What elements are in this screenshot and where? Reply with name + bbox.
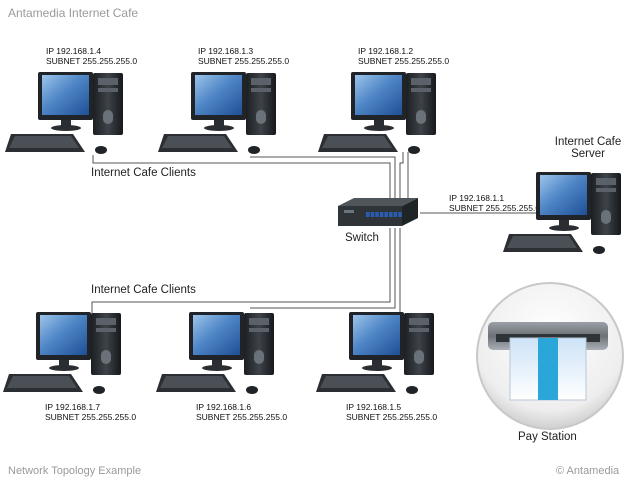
ip-label-pc1: IP 192.168.1.4 SUBNET 255.255.255.0 <box>46 46 137 66</box>
ip-address: IP 192.168.1.7 <box>45 402 101 412</box>
ip-label-pc7: IP 192.168.1.7 SUBNET 255.255.255.0 <box>45 402 136 422</box>
server-label-line2: Server <box>571 148 605 160</box>
server-label-line1: Internet Cafe <box>554 136 622 148</box>
ip-label-pc3: IP 192.168.1.2 SUBNET 255.255.255.0 <box>358 46 449 66</box>
desktop-computer-icon <box>318 70 453 160</box>
subnet-mask: SUBNET 255.255.255.0 <box>45 412 137 422</box>
desktop-computer-icon <box>156 310 291 400</box>
footer-copyright: © Antamedia <box>556 465 620 477</box>
footer-caption: Network Topology Example <box>8 465 142 477</box>
ip-label-server: IP 192.168.1.1 SUBNET 255.255.255.0 <box>449 193 540 213</box>
ip-address: IP 192.168.1.6 <box>196 402 252 412</box>
subnet-mask: SUBNET 255.255.255.0 <box>358 56 450 66</box>
subnet-mask: SUBNET 255.255.255.0 <box>196 412 288 422</box>
ip-address: IP 192.168.1.5 <box>346 402 402 412</box>
page-title: Antamedia Internet Cafe <box>8 6 139 20</box>
ip-address: IP 192.168.1.4 <box>46 46 102 56</box>
ip-label-pc6: IP 192.168.1.6 SUBNET 255.255.255.0 <box>196 402 287 422</box>
subnet-mask: SUBNET 255.255.255.0 <box>346 412 438 422</box>
desktop-computer-icon <box>3 310 138 400</box>
ip-label-pc2: IP 192.168.1.3 SUBNET 255.255.255.0 <box>198 46 289 66</box>
cable-pc3 <box>399 152 404 200</box>
subnet-mask: SUBNET 255.255.255.0 <box>46 56 138 66</box>
switch-label: Switch <box>345 232 379 244</box>
cable-pc6 <box>250 228 396 309</box>
desktop-computer-icon <box>158 70 293 160</box>
clients-label-top: Internet Cafe Clients <box>91 167 196 179</box>
ip-label-pc5: IP 192.168.1.5 SUBNET 255.255.255.0 <box>346 402 437 422</box>
desktop-computer-icon <box>5 70 140 160</box>
pay-station-label: Pay Station <box>518 431 577 443</box>
ip-address: IP 192.168.1.1 <box>449 193 505 203</box>
subnet-mask: SUBNET 255.255.255.0 <box>198 56 290 66</box>
server-label: Internet Cafe Server <box>553 136 623 160</box>
network-switch-icon <box>336 196 420 230</box>
cable-pc7 <box>91 228 391 316</box>
desktop-computer-icon <box>316 310 451 400</box>
ip-address: IP 192.168.1.2 <box>358 46 414 56</box>
clients-label-bottom: Internet Cafe Clients <box>91 284 196 296</box>
server-computer-icon <box>503 170 638 260</box>
cable-pc2 <box>250 156 396 200</box>
ip-address: IP 192.168.1.3 <box>198 46 254 56</box>
subnet-mask: SUBNET 255.255.255.0 <box>449 203 541 213</box>
cable-pc1 <box>92 155 391 200</box>
card-reader-icon <box>462 282 638 430</box>
